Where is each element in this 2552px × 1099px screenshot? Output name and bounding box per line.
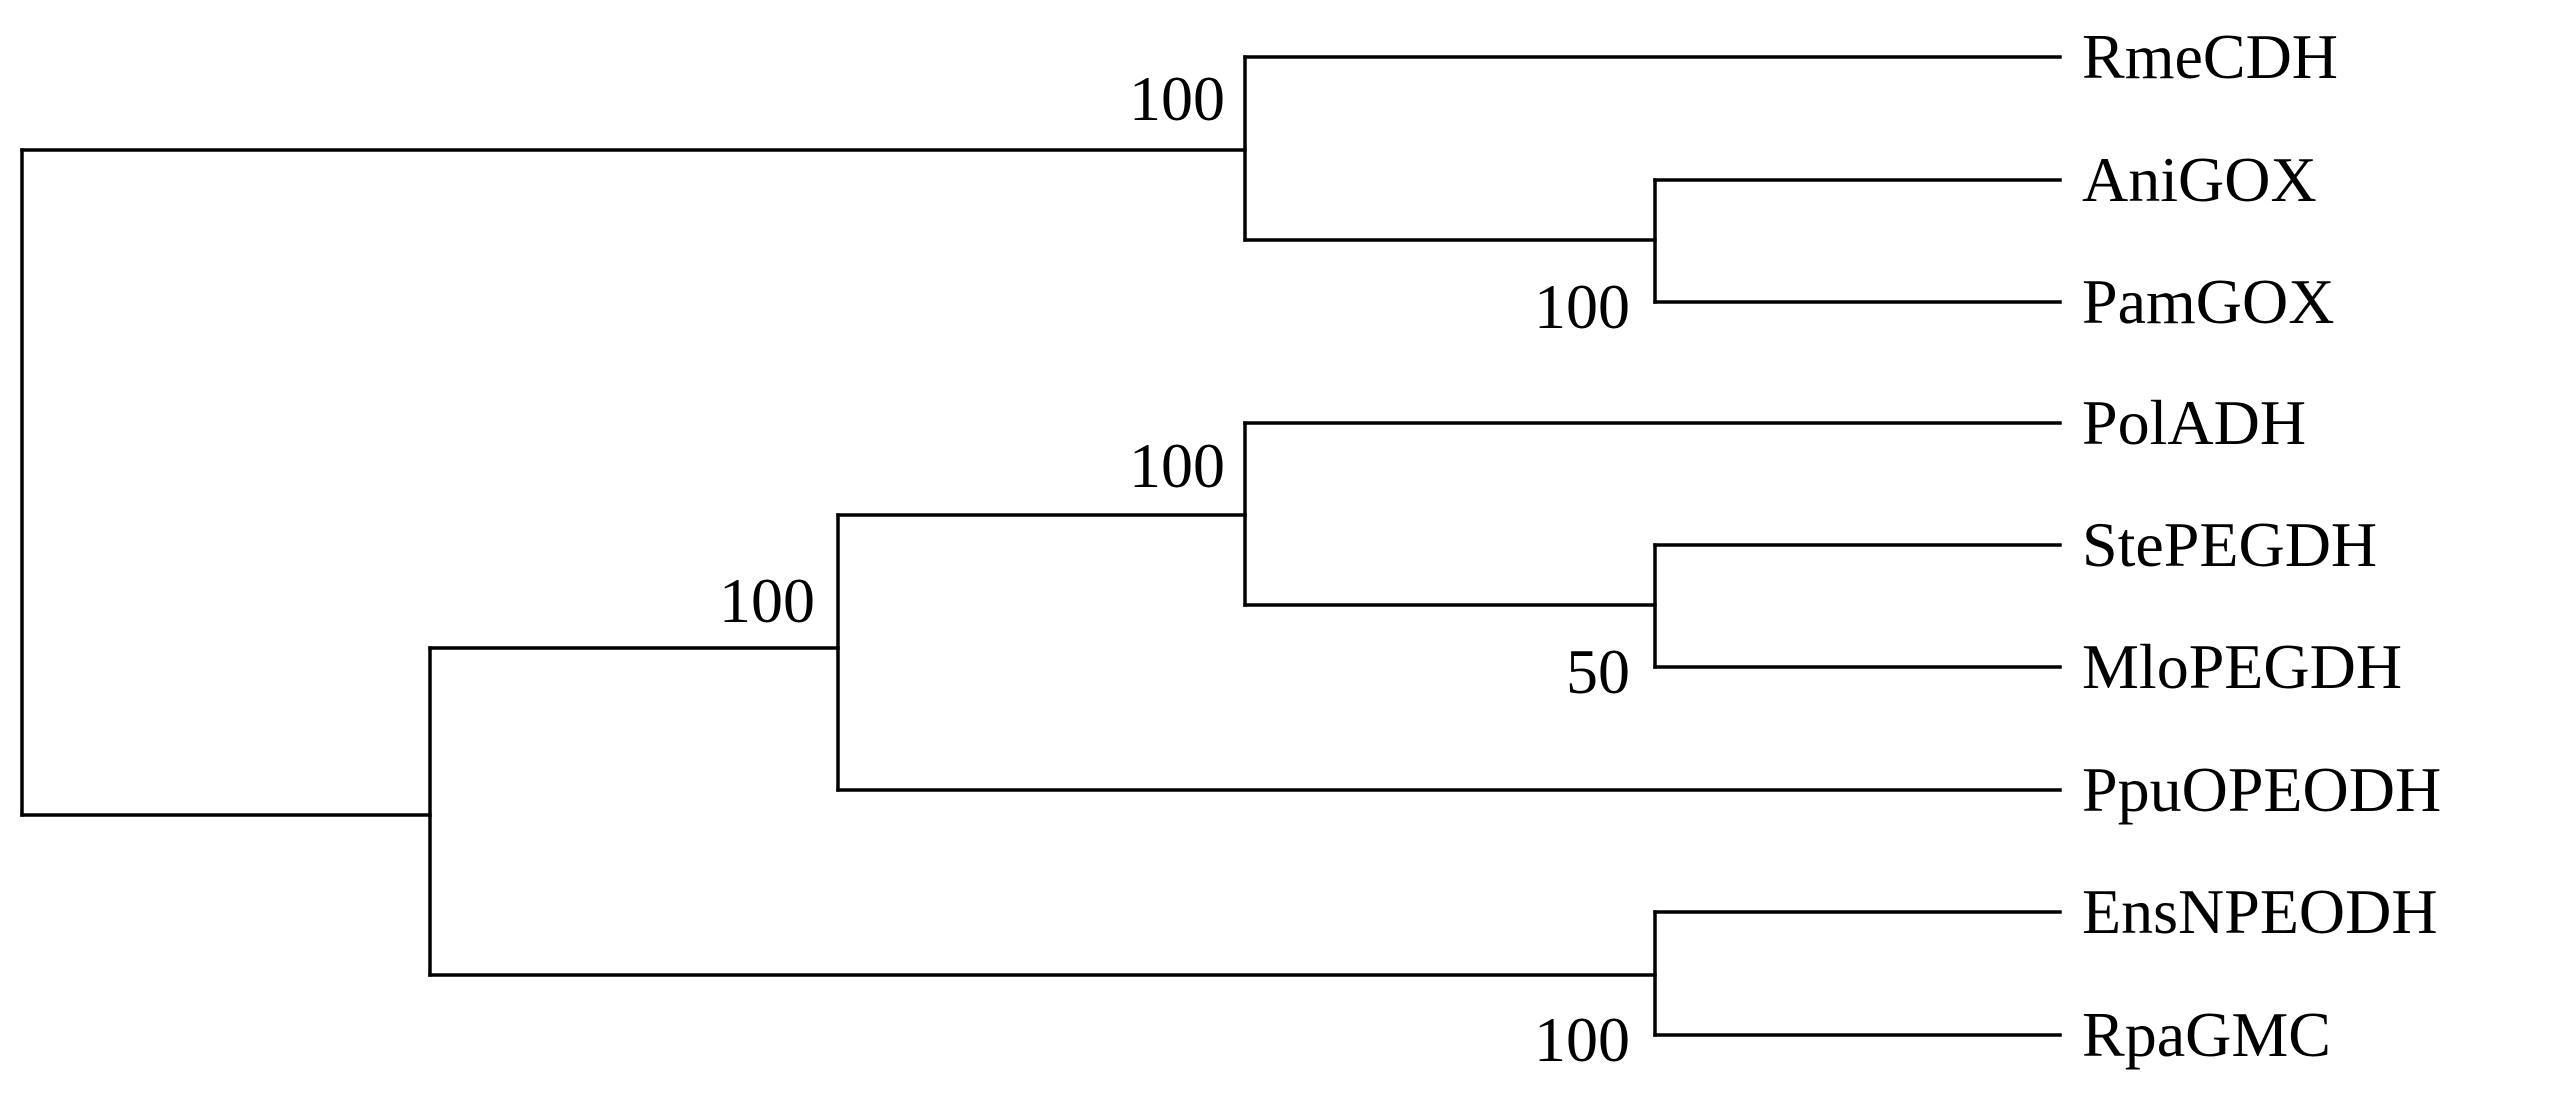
taxon-label-ensnpeodh: EnsNPEODH [2082, 876, 2438, 947]
taxon-label-mlopegdh: MloPEGDH [2082, 631, 2402, 702]
taxon-labels: RmeCDH AniGOX PamGOX PolADH StePEGDH Mlo… [2082, 21, 2441, 1070]
bootstrap-npeodh-gmc-pair: 100 [1534, 1004, 1630, 1075]
taxon-label-ppuopeodh: PpuOPEODH [2082, 754, 2441, 825]
taxon-label-stepegdh: StePEGDH [2082, 509, 2377, 580]
taxon-label-pamgox: PamGOX [2082, 266, 2334, 337]
taxon-label-anigox: AniGOX [2082, 144, 2317, 215]
bootstrap-values: 100 100 100 100 50 100 [719, 63, 1630, 1075]
bootstrap-pegdh-pair: 50 [1566, 636, 1630, 707]
taxon-label-rmecdh: RmeCDH [2082, 21, 2338, 92]
bootstrap-adh-pegdh-clade: 100 [1129, 430, 1225, 501]
tree-branches [20, 55, 2062, 1037]
bootstrap-alcohol-dh-clade: 100 [719, 565, 815, 636]
taxon-label-rpagmc: RpaGMC [2082, 999, 2331, 1070]
bootstrap-gox-pair: 100 [1534, 271, 1630, 342]
bootstrap-gox-cdh-clade: 100 [1129, 63, 1225, 134]
taxon-label-poladh: PolADH [2082, 387, 2306, 458]
